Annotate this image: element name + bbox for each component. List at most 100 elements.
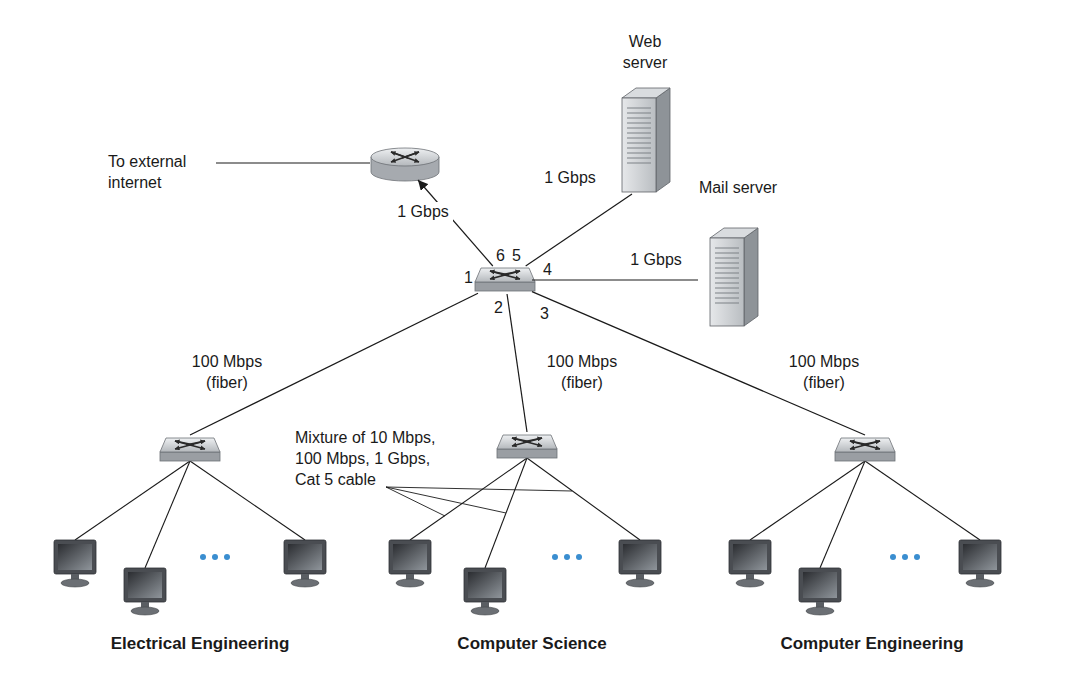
leader-line: [216, 162, 370, 163]
switch-arrow: [512, 438, 542, 446]
department-group: Computer Engineering: [712, 435, 1032, 657]
computer-icon: [619, 540, 661, 587]
monitor-frame: [389, 540, 431, 574]
ellipsis-dot: [914, 554, 920, 560]
lan-cable: [865, 461, 980, 540]
mail-server: Mail server: [698, 178, 778, 328]
server-front: [710, 238, 744, 326]
switch-arrow: [850, 441, 880, 449]
port-number: 2: [494, 298, 503, 319]
computer-icon: [729, 540, 771, 587]
switch-arrow: [850, 441, 880, 449]
node-label: Web server: [605, 32, 685, 74]
monitor-frame: [284, 540, 326, 574]
lan-cable: [410, 458, 527, 540]
server-slot: [715, 253, 739, 254]
port-number: 6: [496, 246, 505, 267]
node-label: To external internet: [108, 152, 213, 194]
server-slot: [627, 148, 651, 149]
link-speed: 100 Mbps (fiber): [185, 352, 269, 394]
server-side: [656, 88, 670, 192]
port-number: 4: [543, 260, 552, 281]
network-link: [418, 180, 493, 266]
monitor-frame: [959, 540, 1001, 574]
core-switch: [475, 268, 535, 291]
switch-front: [497, 449, 557, 458]
server-slot: [627, 128, 651, 129]
router-arrow: [391, 152, 419, 162]
monitor-frame: [729, 540, 771, 574]
monitor-base: [806, 607, 834, 615]
ellipsis-dot: [224, 554, 230, 560]
server-slot: [715, 273, 739, 274]
mail-server-icon: [710, 228, 758, 326]
department-group: Electrical Engineering: [50, 435, 350, 657]
switch-front: [160, 452, 220, 461]
ellipsis-dot: [200, 554, 206, 560]
monitor-base: [966, 579, 994, 587]
switch-arrow: [861, 441, 880, 445]
switch-top: [497, 435, 557, 449]
server-slot: [715, 283, 739, 284]
lan-cable: [750, 461, 865, 540]
monitor-screen: [393, 544, 427, 570]
lan-cable: [145, 461, 190, 568]
server-slot: [715, 263, 739, 264]
server-slot: [715, 293, 739, 294]
link-speed: 1 Gbps: [626, 250, 686, 271]
monitor-base: [396, 579, 424, 587]
monitor-screen: [58, 544, 92, 570]
ellipsis-dot: [890, 554, 896, 560]
cable-note: Mixture of 10 Mbps, 100 Mbps, 1 Gbps, Ca…: [293, 428, 447, 490]
switch-arrow: [501, 271, 520, 275]
ellipsis-dot: [212, 554, 218, 560]
core-switch: 123456: [478, 266, 532, 294]
switch-top: [160, 438, 220, 452]
switch-top: [835, 438, 895, 452]
computer-icon: [464, 568, 506, 615]
port-number: 3: [540, 304, 549, 325]
server-slot: [627, 143, 651, 144]
port-number: 5: [512, 246, 521, 267]
web-server: Web server: [605, 32, 685, 194]
lan-cable: [75, 461, 190, 540]
computer-icon: [389, 540, 431, 587]
monitor-base: [736, 579, 764, 587]
department-name: Computer Engineering: [712, 633, 1032, 655]
leader-line: [386, 487, 445, 516]
monitor-base: [131, 607, 159, 615]
server-top: [710, 228, 758, 238]
web-server-icon: [622, 88, 670, 192]
monitor-base: [291, 579, 319, 587]
switch-front: [475, 282, 535, 291]
router-top: [371, 148, 439, 166]
server-slot: [715, 278, 739, 279]
monitor-screen: [288, 544, 322, 570]
server-top: [622, 88, 670, 98]
server-slot: [627, 163, 651, 164]
computer-icon: [54, 540, 96, 587]
link-speed: 1 Gbps: [393, 202, 453, 223]
router-icon: [371, 148, 439, 181]
server-slot: [715, 258, 739, 259]
server-slot: [715, 288, 739, 289]
monitor-frame: [799, 568, 841, 602]
lan-cable: [527, 458, 640, 540]
server-slot: [627, 138, 651, 139]
monitor-base: [626, 579, 654, 587]
server-slot: [715, 298, 739, 299]
network-link: [532, 292, 865, 435]
switch-arrow: [175, 441, 205, 449]
router: To external internet: [370, 144, 440, 181]
department-switch: [835, 438, 895, 461]
switch-top: [475, 268, 535, 282]
computer-icon: [284, 540, 326, 587]
monitor-base: [61, 579, 89, 587]
network-link: [526, 194, 632, 266]
monitor-screen: [468, 572, 502, 598]
monitor-screen: [803, 572, 837, 598]
link-speed: 100 Mbps (fiber): [540, 352, 624, 394]
router-arrow: [402, 152, 419, 158]
